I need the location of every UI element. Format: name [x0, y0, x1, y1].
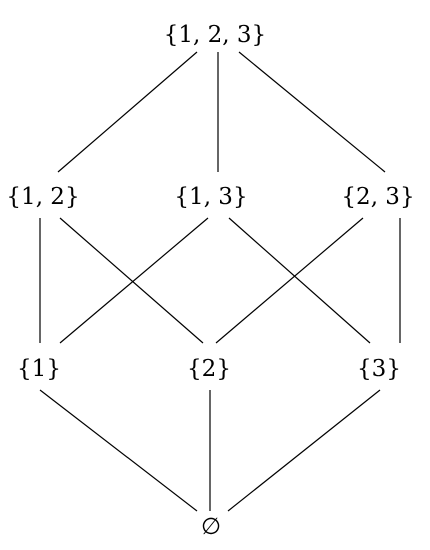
- node-label-n3: {3}: [357, 356, 401, 382]
- node-label-n2: {2}: [187, 356, 231, 382]
- node-label-n123: {1, 2, 3}: [164, 22, 266, 48]
- edge-n123-n23: [238, 51, 386, 173]
- edge-n13-n1: [59, 217, 209, 344]
- node-label-n1: {1}: [17, 356, 61, 382]
- node-label-n13: {1, 3}: [174, 184, 247, 210]
- diagram-nodes: {1, 2, 3} {1, 2} {1, 3} {2, 3} {1} {2} {…: [6, 22, 414, 540]
- edge-n3-n0: [227, 389, 381, 512]
- diagram-edges: [39, 51, 401, 512]
- node-label-n23: {2, 3}: [341, 184, 414, 210]
- node-label-n0: ∅: [201, 514, 221, 540]
- edge-n123-n12: [57, 51, 198, 173]
- edge-n1-n0: [39, 389, 198, 512]
- edge-n23-n2: [215, 217, 364, 344]
- edge-n12-n2: [59, 217, 204, 344]
- node-label-n12: {1, 2}: [6, 184, 79, 210]
- edge-n13-n3: [228, 217, 371, 344]
